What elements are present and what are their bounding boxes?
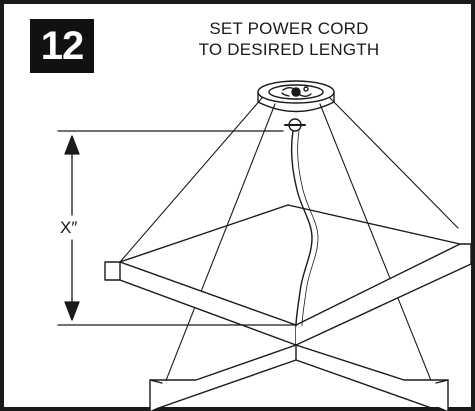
instruction-line-1: SET POWER CORD (209, 19, 369, 38)
step-instruction: SET POWER CORD TO DESIRED LENGTH (124, 18, 454, 60)
suspension-cables (119, 97, 459, 384)
instruction-line-2: TO DESIRED LENGTH (198, 40, 380, 59)
dimension-label: X″ (60, 218, 77, 237)
ceiling-canopy (257, 80, 335, 113)
power-cord (284, 118, 319, 327)
dimension-indicator (57, 130, 297, 326)
upper-frame (104, 204, 472, 346)
lower-cross-frame (149, 344, 449, 411)
step-number-badge: 12 (30, 19, 94, 73)
